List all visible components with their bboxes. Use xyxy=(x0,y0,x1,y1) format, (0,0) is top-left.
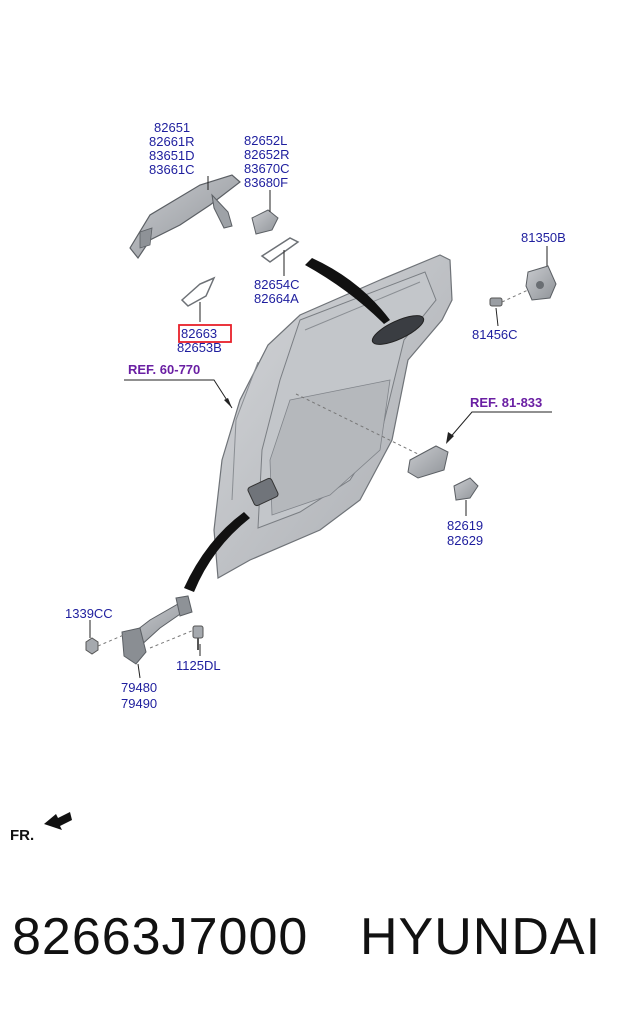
callout-highlighted-part: 82663 xyxy=(181,326,217,341)
svg-text:82619: 82619 xyxy=(447,518,483,533)
front-direction-arrow-icon xyxy=(44,812,72,830)
svg-text:83651D: 83651D xyxy=(149,148,195,163)
ref-arrowhead-left xyxy=(224,398,232,408)
handle-cover xyxy=(251,209,279,235)
highlight-box xyxy=(178,324,232,343)
svg-text:82654C: 82654C xyxy=(254,277,300,292)
part-number: 82663J7000 xyxy=(12,908,309,966)
callout-checker-group: 79480 79490 xyxy=(121,680,157,711)
callout-cover-group: 82652L 82652R 83670C 83680F xyxy=(244,133,290,190)
svg-text:82652L: 82652L xyxy=(244,133,287,148)
svg-text:79480: 79480 xyxy=(121,680,157,695)
door-panel xyxy=(213,254,453,579)
svg-text:83680F: 83680F xyxy=(244,175,288,190)
handle-pad xyxy=(180,276,216,307)
svg-text:82629: 82629 xyxy=(447,533,483,548)
svg-text:83661C: 83661C xyxy=(149,162,195,177)
svg-text:79490: 79490 xyxy=(121,696,157,711)
inner-handle-dashed-link xyxy=(295,393,421,456)
callout-highlighted-part-second: 82653B xyxy=(177,340,222,355)
leader-lines xyxy=(89,176,552,679)
parts-diagram: 82651 82661R 83651D 83661C 82652L 82652R… xyxy=(10,120,566,844)
callout-gasket-group: 82654C 82664A xyxy=(254,277,300,306)
svg-text:82664A: 82664A xyxy=(254,291,299,306)
checker-bolt xyxy=(149,625,204,650)
footer: 82663J7000 HYUNDAI xyxy=(0,905,620,975)
checker-arrow xyxy=(184,512,250,592)
direction-label: FR. xyxy=(10,827,34,844)
svg-text:82651: 82651 xyxy=(154,120,190,135)
handle-gasket xyxy=(260,237,300,263)
handle-arrow xyxy=(305,258,390,324)
callout-bolt: 1125DL xyxy=(176,658,221,673)
callout-handle-group: 82651 82661R 83651D 83661C xyxy=(149,120,195,177)
ref-latch[interactable]: REF. 81-833 xyxy=(470,395,542,410)
ref-arrowhead-right xyxy=(446,432,454,444)
svg-text:82652R: 82652R xyxy=(244,147,290,162)
callout-nut: 1339CC xyxy=(65,606,113,621)
brand-name: HYUNDAI xyxy=(360,908,602,966)
callout-inner-handle-group: 82619 82629 xyxy=(447,518,483,548)
striker-bolt xyxy=(489,289,529,307)
door-checker xyxy=(121,595,193,665)
outside-door-handle xyxy=(129,174,241,260)
svg-text:82661R: 82661R xyxy=(149,134,195,149)
callout-striker-bolt: 81456C xyxy=(472,327,518,342)
door-striker xyxy=(525,265,557,301)
svg-text:83670C: 83670C xyxy=(244,161,290,176)
checker-nut xyxy=(85,633,127,655)
callout-striker: 81350B xyxy=(521,230,566,245)
inside-door-handle xyxy=(407,445,479,501)
ref-door-panel[interactable]: REF. 60-770 xyxy=(128,362,200,377)
